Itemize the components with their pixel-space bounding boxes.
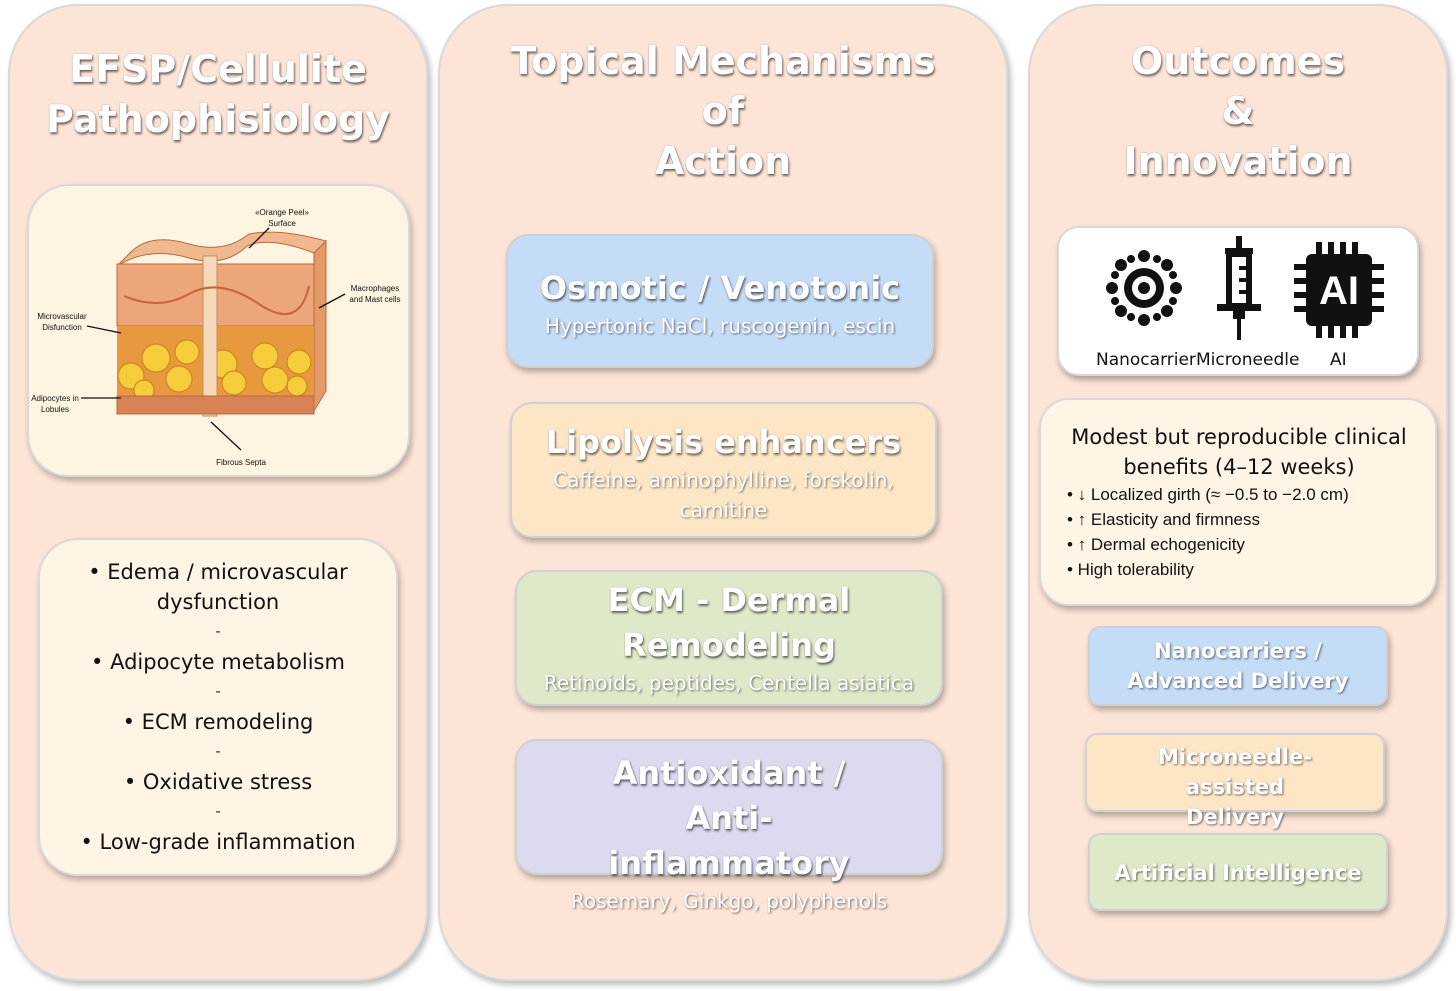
factor-separator: - <box>215 743 221 760</box>
mechanism-title: ECM - Dermal Remodeling <box>607 581 851 664</box>
nanocarrier-label: Nanocarrier <box>1096 350 1196 370</box>
syringe-icon <box>1217 236 1261 340</box>
clinical-benefits-card: Modest but reproducible clinical benefit… <box>1039 398 1437 606</box>
ai-chip-icon: AI <box>1294 242 1384 338</box>
label-mast-cells: and Mast cells <box>349 295 400 304</box>
factor-line: • Oxidative stress <box>123 770 313 794</box>
factor-separator: - <box>215 683 221 700</box>
benefit-item: • ↓ Localized girth (≈ −0.5 to −2.0 cm) <box>1067 485 1349 504</box>
innovation-icons-card: Nanocarrier Microneedle AI AI <box>1057 226 1419 376</box>
label-fibrous-septa: Fibrous Septa <box>216 458 266 467</box>
label-lobules: Lobules <box>41 405 69 414</box>
benefit-item: • ↑ Elasticity and firmness <box>1067 510 1261 529</box>
ai-chip-text: AI <box>1319 269 1359 313</box>
advance-card-ai: Artificial Intelligence <box>1088 833 1388 911</box>
mechanism-card-antioxidant: Antioxidant / Anti-inflammatory Rosemary… <box>515 739 943 913</box>
advance-card-microneedle: Microneedle-assisted Delivery <box>1085 733 1385 829</box>
benefit-item: • High tolerability <box>1067 560 1194 579</box>
mechanism-subtitle: Hypertonic NaCl, ruscogenin, escin <box>544 314 896 338</box>
mechanism-subtitle: Retinoids, peptides, Centella asiatica <box>543 671 915 695</box>
factor-line: • Edema / microvascular <box>88 560 348 584</box>
nanocarrier-icon <box>1106 250 1182 326</box>
microneedle-label: Microneedle <box>1196 350 1300 370</box>
mechanism-subtitle: Caffeine, aminophylline, forskolin, carn… <box>553 468 894 522</box>
mechanism-title: Antioxidant / Anti-inflammatory <box>608 754 850 882</box>
label-disfunction: Disfunction <box>42 323 82 332</box>
label-microvascular: Microvascular <box>37 312 87 321</box>
mechanism-card-ecm: ECM - Dermal Remodeling Retinoids, pepti… <box>515 570 943 706</box>
label-macrophages: Macrophages <box>351 284 399 293</box>
pathophysiology-title: EFSP/Cellulite Pathophisiology <box>46 47 390 141</box>
mechanism-subtitle: Rosemary, Ginkgo, polyphenols <box>570 889 888 913</box>
pathophysiology-factors-card: • Edema / microvascular dysfunction - • … <box>38 538 398 876</box>
label-orange-peel: «Orange Peel» <box>255 208 309 217</box>
factor-separator: - <box>215 803 221 820</box>
factor-line: • Low-grade inflammation <box>80 830 356 854</box>
label-surface: Surface <box>268 219 296 228</box>
mechanism-card-osmotic: Osmotic / Venotonic Hypertonic NaCl, rus… <box>506 234 934 368</box>
mechanism-card-lipolysis: Lipolysis enhancers Caffeine, aminophyll… <box>510 402 937 538</box>
cellulite-illustration-card: «Orange Peel» Surface Microvascular Disf… <box>27 184 410 477</box>
advance-card-nanocarriers: Nanocarriers / Advanced Delivery <box>1088 626 1388 706</box>
benefit-item: • ↑ Dermal echogenicity <box>1067 535 1245 554</box>
advance-label: Artificial Intelligence <box>1114 861 1362 885</box>
advance-label: Nanocarriers / Advanced Delivery <box>1127 639 1349 693</box>
outcomes-title: Outcomes & Innovation <box>1123 39 1353 183</box>
factor-separator: - <box>215 623 221 640</box>
mechanism-title: Lipolysis enhancers <box>545 423 902 461</box>
mechanism-title: Osmotic / Venotonic <box>539 269 901 307</box>
ai-label: AI <box>1330 350 1347 370</box>
factor-line: • ECM remodeling <box>122 710 314 734</box>
benefits-heading: Modest but reproducible clinical benefit… <box>1071 425 1407 479</box>
factor-line: dysfunction <box>156 590 280 614</box>
mechanisms-title: Topical Mechanisms of Action <box>510 39 936 183</box>
label-adipocytes: Adipocytes in <box>31 394 79 403</box>
advance-label: Microneedle-assisted Delivery <box>1158 745 1312 829</box>
factor-line: • Adipocyte metabolism <box>91 650 345 674</box>
skin-cross-section-illustration: «Orange Peel» Surface Microvascular Disf… <box>31 208 400 467</box>
